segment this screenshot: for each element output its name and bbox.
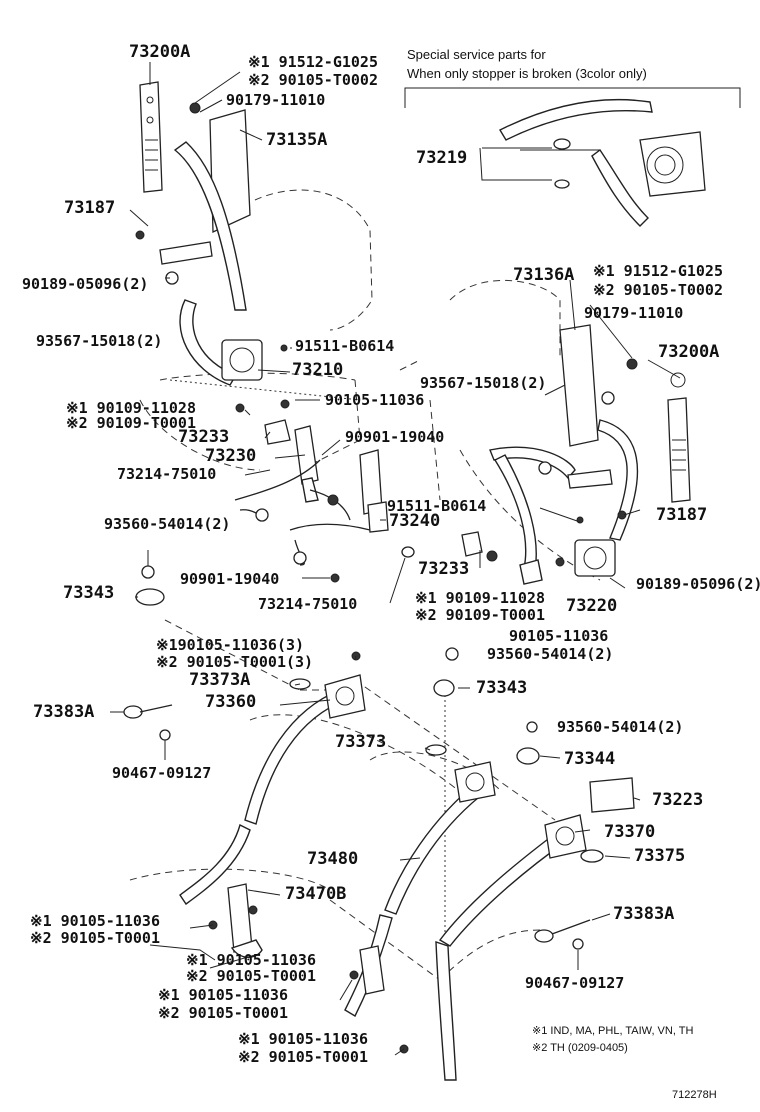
label-73373: 73373 bbox=[335, 732, 387, 752]
label-90109-T0001-right: ※2 90109-T0001 bbox=[415, 606, 545, 624]
label-73187-right: 73187 bbox=[656, 505, 708, 525]
label-73344: 73344 bbox=[564, 749, 616, 769]
label-73383A-left: 73383A bbox=[33, 702, 95, 722]
label-73343-left: 73343 bbox=[63, 583, 115, 603]
label-73470B: 73470B bbox=[285, 884, 347, 904]
label-90105-T0001-a: ※2 90105-T0001 bbox=[30, 929, 160, 947]
label-73214-75010-right: 73214-75010 bbox=[258, 595, 358, 613]
label-73219: 73219 bbox=[416, 148, 468, 168]
label-93560-54014-rear: 93560-54014(2) bbox=[557, 718, 684, 736]
label-91512-G1025-right: ※1 91512-G1025 bbox=[593, 262, 723, 280]
label-90105-T0002-right: ※2 90105-T0002 bbox=[593, 281, 723, 299]
label-73383A-right: 73383A bbox=[613, 904, 675, 924]
label-90105-11036-a: ※1 90105-11036 bbox=[30, 912, 160, 930]
label-90109-11028-left: ※1 90109-11028 bbox=[66, 399, 196, 417]
label-90109-T0001-left: ※2 90109-T0001 bbox=[66, 414, 196, 432]
label-73375: 73375 bbox=[634, 846, 686, 866]
label-93567-15018-left: 93567-15018(2) bbox=[36, 332, 163, 350]
label-73233-right: 73233 bbox=[418, 559, 470, 579]
label-73370: 73370 bbox=[604, 822, 656, 842]
label-91512-G1025-left: ※1 91512-G1025 bbox=[248, 53, 378, 71]
special-note-line2: When only stopper is broken (3color only… bbox=[407, 66, 647, 81]
label-73200A-left: 73200A bbox=[129, 42, 191, 62]
footnote-2: ※2 TH (0209-0405) bbox=[532, 1042, 628, 1054]
label-93560-54014-left: 93560-54014(2) bbox=[104, 515, 231, 533]
label-93567-15018-right: 93567-15018(2) bbox=[420, 374, 547, 392]
label-73343-right: 73343 bbox=[476, 678, 528, 698]
label-93560-54014-right: 93560-54014(2) bbox=[487, 645, 614, 663]
label-73480: 73480 bbox=[307, 849, 359, 869]
label-73373A: 73373A bbox=[189, 670, 251, 690]
label-73240: 73240 bbox=[389, 511, 441, 531]
special-note-line1: Special service parts for bbox=[407, 47, 546, 62]
label-90109-11028-right: ※1 90109-11028 bbox=[415, 589, 545, 607]
label-73223: 73223 bbox=[652, 790, 704, 810]
label-90901-19040-bottom: 90901-19040 bbox=[180, 570, 280, 588]
label-90189-05096-left: 90189-05096(2) bbox=[22, 275, 149, 293]
label-90189-05096-right: 90189-05096(2) bbox=[636, 575, 760, 593]
label-91511-B0614-left: 91511-B0614 bbox=[295, 337, 395, 355]
footnote-1: ※1 IND, MA, PHL, TAIW, VN, TH bbox=[532, 1025, 694, 1037]
label-73214-75010-left: 73214-75010 bbox=[117, 465, 217, 483]
label-90901-19040-top: 90901-19040 bbox=[345, 428, 445, 446]
label-90105-11036-d: ※1 90105-11036 bbox=[238, 1030, 368, 1048]
label-90179-11010-right: 90179-11010 bbox=[584, 304, 684, 322]
label-90105-T0001-b: ※2 90105-T0001 bbox=[186, 967, 316, 985]
label-90105-11036-right: 90105-11036 bbox=[509, 627, 609, 645]
label-90105-T0002-left: ※2 90105-T0002 bbox=[248, 71, 378, 89]
label-73233-left: 73233 bbox=[178, 427, 230, 447]
label-91511-B0614-right: 91511-B0614 bbox=[387, 497, 487, 515]
label-90105-11036-c: ※1 90105-11036 bbox=[158, 986, 288, 1004]
label-73220: 73220 bbox=[566, 596, 618, 616]
label-73230: 73230 bbox=[205, 446, 257, 466]
label-90467-09127-right: 90467-09127 bbox=[525, 974, 625, 992]
label-90105-11036-b: ※1 90105-11036 bbox=[186, 951, 316, 969]
label-90105-T0001-d: ※2 90105-T0001 bbox=[238, 1048, 368, 1066]
label-73210: 73210 bbox=[292, 360, 344, 380]
label-90467-09127-left: 90467-09127 bbox=[112, 764, 212, 782]
label-73135A: 73135A bbox=[266, 130, 328, 150]
label-90105-T0001-c: ※2 90105-T0001 bbox=[158, 1004, 288, 1022]
label-90179-11010-left: 90179-11010 bbox=[226, 91, 326, 109]
label-90105-11036-left: 90105-11036 bbox=[325, 391, 425, 409]
label-73187-left: 73187 bbox=[64, 198, 116, 218]
diagram-id: 712278H bbox=[672, 1089, 717, 1101]
label-90105-11036-x3: ※190105-11036(3) bbox=[156, 636, 305, 654]
label-90105-T0001-x3: ※2 90105-T0001(3) bbox=[156, 653, 314, 671]
label-73360: 73360 bbox=[205, 692, 257, 712]
label-73200A-right: 73200A bbox=[658, 342, 720, 362]
label-73136A: 73136A bbox=[513, 265, 575, 285]
